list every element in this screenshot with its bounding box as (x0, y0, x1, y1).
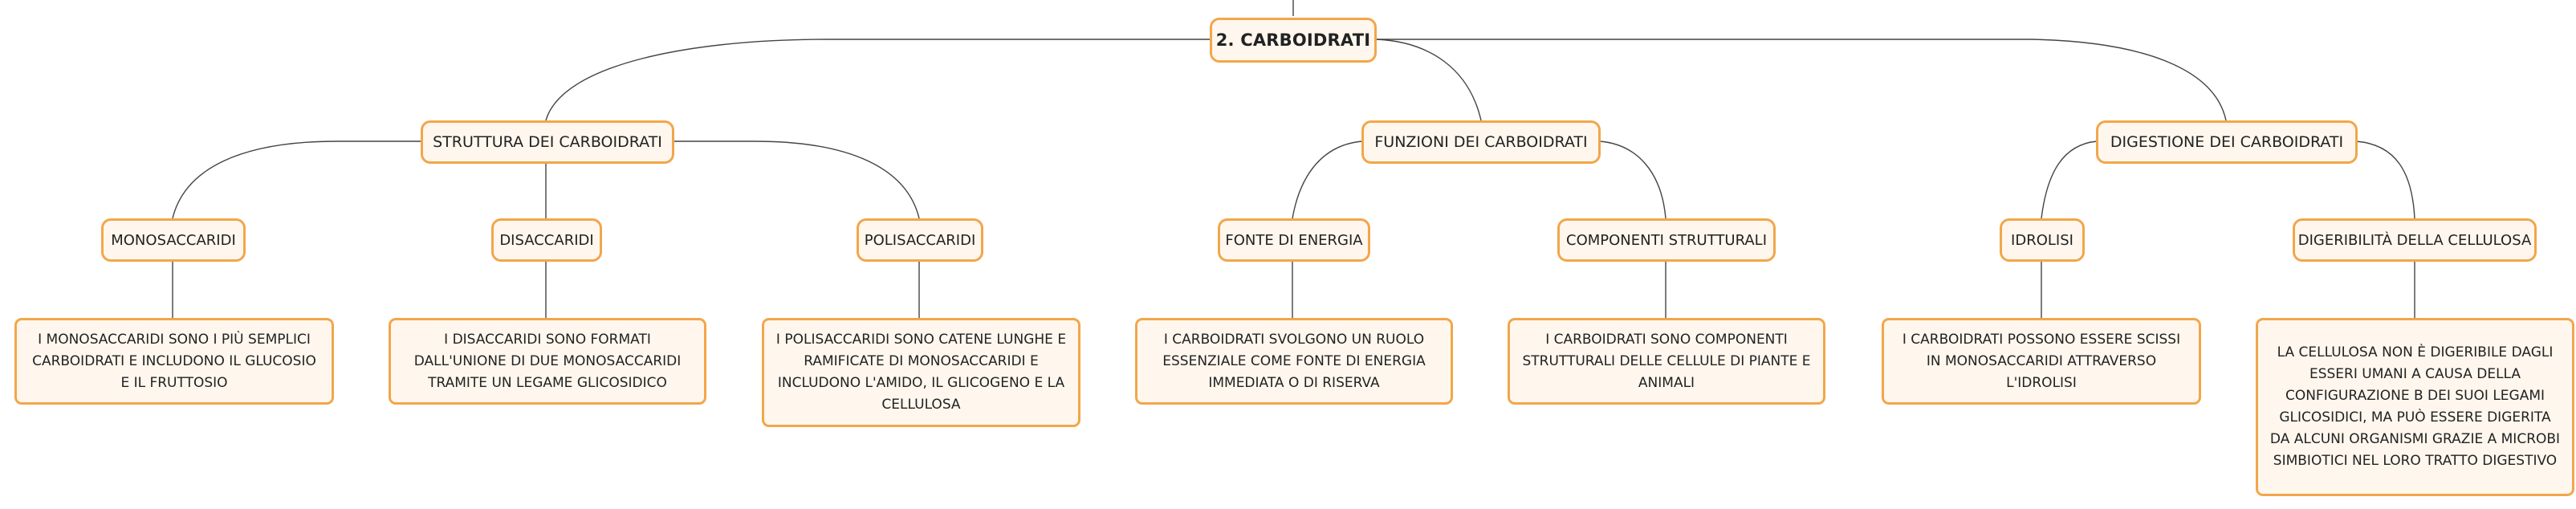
connector-digestione-cellulosa (2355, 140, 2415, 219)
connector-struttura-poli (673, 140, 920, 219)
branch-digestione[interactable]: DIGESTIONE DEI CARBOIDRATI (2096, 120, 2358, 164)
branch-struttura[interactable]: STRUTTURA DEI CARBOIDRATI (421, 120, 674, 164)
connector-funzioni-componenti (1599, 140, 1666, 219)
topic-polisaccaridi[interactable]: POLISACCARIDI (857, 218, 983, 262)
topic-idrolisi-label: IDROLISI (2011, 231, 2073, 249)
branch-funzioni-label: FUNZIONI DEI CARBOIDRATI (1374, 133, 1588, 151)
topic-digeribilita-cellulosa-label: DIGERIBILITÀ DELLA CELLULOSA (2297, 231, 2532, 249)
detail-monosaccaridi[interactable]: I MONOSACCARIDI SONO I PIÙ SEMPLICI CARB… (14, 318, 334, 405)
topic-monosaccaridi-label: MONOSACCARIDI (111, 231, 236, 249)
connector-root-digestione (1377, 39, 2227, 121)
topic-digeribilita-cellulosa[interactable]: DIGERIBILITÀ DELLA CELLULOSA (2293, 218, 2537, 262)
root-node[interactable]: 2. CARBOIDRATI (1210, 18, 1377, 63)
detail-monosaccaridi-text: I MONOSACCARIDI SONO I PIÙ SEMPLICI CARB… (32, 331, 316, 391)
topic-idrolisi[interactable]: IDROLISI (2000, 218, 2085, 262)
detail-fonte-di-energia-text: I CARBOIDRATI SVOLGONO UN RUOLO ESSENZIA… (1162, 331, 1426, 391)
topic-fonte-di-energia[interactable]: FONTE DI ENERGIA (1218, 218, 1370, 262)
detail-digeribilita-cellulosa[interactable]: LA CELLULOSA NON È DIGERIBILE DAGLI ESSE… (2256, 318, 2574, 496)
detail-componenti-strutturali-text: I CARBOIDRATI SONO COMPONENTI STRUTTURAL… (1522, 331, 1811, 391)
connector-digestione-idrolisi (2041, 140, 2098, 219)
detail-disaccaridi-text: I DISACCARIDI SONO FORMATI DALL'UNIONE D… (413, 331, 682, 391)
topic-disaccaridi[interactable]: DISACCARIDI (491, 218, 602, 262)
topic-monosaccaridi[interactable]: MONOSACCARIDI (101, 218, 246, 262)
detail-polisaccaridi-text: I POLISACCARIDI SONO CATENE LUNGHE E RAM… (775, 332, 1067, 413)
topic-componenti-strutturali-label: COMPONENTI STRUTTURALI (1566, 231, 1767, 249)
branch-digestione-label: DIGESTIONE DEI CARBOIDRATI (2110, 133, 2344, 151)
branch-funzioni[interactable]: FUNZIONI DEI CARBOIDRATI (1361, 120, 1601, 164)
detail-disaccaridi[interactable]: I DISACCARIDI SONO FORMATI DALL'UNIONE D… (389, 318, 706, 405)
connector-funzioni-fonte (1292, 140, 1363, 219)
root-node-label: 2. CARBOIDRATI (1215, 31, 1371, 50)
branch-struttura-label: STRUTTURA DEI CARBOIDRATI (433, 133, 662, 151)
connector-root-struttura (545, 39, 1210, 121)
topic-polisaccaridi-label: POLISACCARIDI (864, 231, 976, 249)
connector-root-funzioni (1376, 39, 1482, 121)
connector-struttura-mono (172, 140, 421, 219)
topic-componenti-strutturali[interactable]: COMPONENTI STRUTTURALI (1557, 218, 1776, 262)
detail-fonte-di-energia[interactable]: I CARBOIDRATI SVOLGONO UN RUOLO ESSENZIA… (1135, 318, 1453, 405)
detail-idrolisi[interactable]: I CARBOIDRATI POSSONO ESSERE SCISSI IN M… (1882, 318, 2201, 405)
detail-idrolisi-text: I CARBOIDRATI POSSONO ESSERE SCISSI IN M… (1902, 331, 2181, 391)
detail-componenti-strutturali[interactable]: I CARBOIDRATI SONO COMPONENTI STRUTTURAL… (1508, 318, 1825, 405)
detail-digeribilita-cellulosa-text: LA CELLULOSA NON È DIGERIBILE DAGLI ESSE… (2269, 344, 2561, 469)
topic-fonte-di-energia-label: FONTE DI ENERGIA (1225, 231, 1363, 249)
detail-polisaccaridi[interactable]: I POLISACCARIDI SONO CATENE LUNGHE E RAM… (762, 318, 1080, 427)
topic-disaccaridi-label: DISACCARIDI (499, 231, 594, 249)
